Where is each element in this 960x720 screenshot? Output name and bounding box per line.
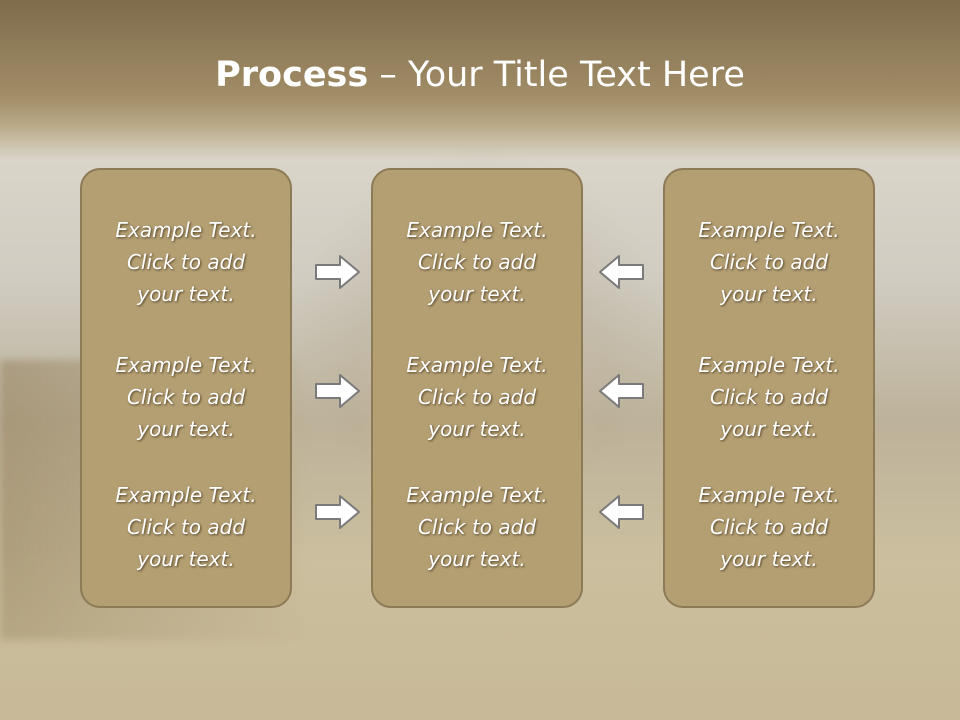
text-placeholder[interactable]: Example Text. Click to add your text. [82, 349, 290, 445]
text-line: your text. [720, 282, 818, 306]
text-line: Click to add [709, 250, 829, 274]
text-line: Click to add [417, 250, 537, 274]
arrow-right-icon [313, 252, 363, 292]
text-placeholder[interactable]: Example Text. Click to add your text. [82, 479, 290, 575]
text-placeholder[interactable]: Example Text. Click to add your text. [82, 214, 290, 310]
text-line: Example Text. [115, 218, 257, 242]
text-placeholder[interactable]: Example Text. Click to add your text. [373, 349, 581, 445]
arrow-right-icon [313, 371, 363, 411]
text-placeholder[interactable]: Example Text. Click to add your text. [665, 349, 873, 445]
text-line: Example Text. [115, 353, 257, 377]
text-line: your text. [720, 417, 818, 441]
text-line: Example Text. [115, 483, 257, 507]
text-line: your text. [428, 547, 526, 571]
text-line: Click to add [126, 250, 246, 274]
text-line: Example Text. [698, 483, 840, 507]
text-line: Example Text. [406, 353, 548, 377]
text-placeholder[interactable]: Example Text. Click to add your text. [373, 479, 581, 575]
text-line: your text. [428, 417, 526, 441]
arrow-left-icon [596, 492, 646, 532]
text-line: Click to add [709, 515, 829, 539]
text-line: your text. [137, 547, 235, 571]
text-line: your text. [428, 282, 526, 306]
text-line: Click to add [417, 515, 537, 539]
text-line: Click to add [417, 385, 537, 409]
title-bold-part: Process [215, 55, 369, 95]
text-line: Example Text. [406, 483, 548, 507]
process-column-center[interactable]: Example Text. Click to add your text. Ex… [371, 168, 583, 608]
text-line: Click to add [126, 385, 246, 409]
title-band [0, 0, 960, 160]
text-line: Click to add [126, 515, 246, 539]
arrow-left-icon [596, 371, 646, 411]
process-column-left[interactable]: Example Text. Click to add your text. Ex… [80, 168, 292, 608]
text-line: Click to add [709, 385, 829, 409]
text-line: your text. [137, 282, 235, 306]
arrow-right-icon [313, 492, 363, 532]
title-rest-part: – Your Title Text Here [368, 55, 745, 95]
slide-title[interactable]: Process – Your Title Text Here [0, 52, 960, 98]
text-placeholder[interactable]: Example Text. Click to add your text. [665, 214, 873, 310]
text-line: your text. [137, 417, 235, 441]
text-placeholder[interactable]: Example Text. Click to add your text. [373, 214, 581, 310]
text-line: Example Text. [406, 218, 548, 242]
text-line: Example Text. [698, 353, 840, 377]
text-line: your text. [720, 547, 818, 571]
process-column-right[interactable]: Example Text. Click to add your text. Ex… [663, 168, 875, 608]
text-line: Example Text. [698, 218, 840, 242]
text-placeholder[interactable]: Example Text. Click to add your text. [665, 479, 873, 575]
arrow-left-icon [596, 252, 646, 292]
